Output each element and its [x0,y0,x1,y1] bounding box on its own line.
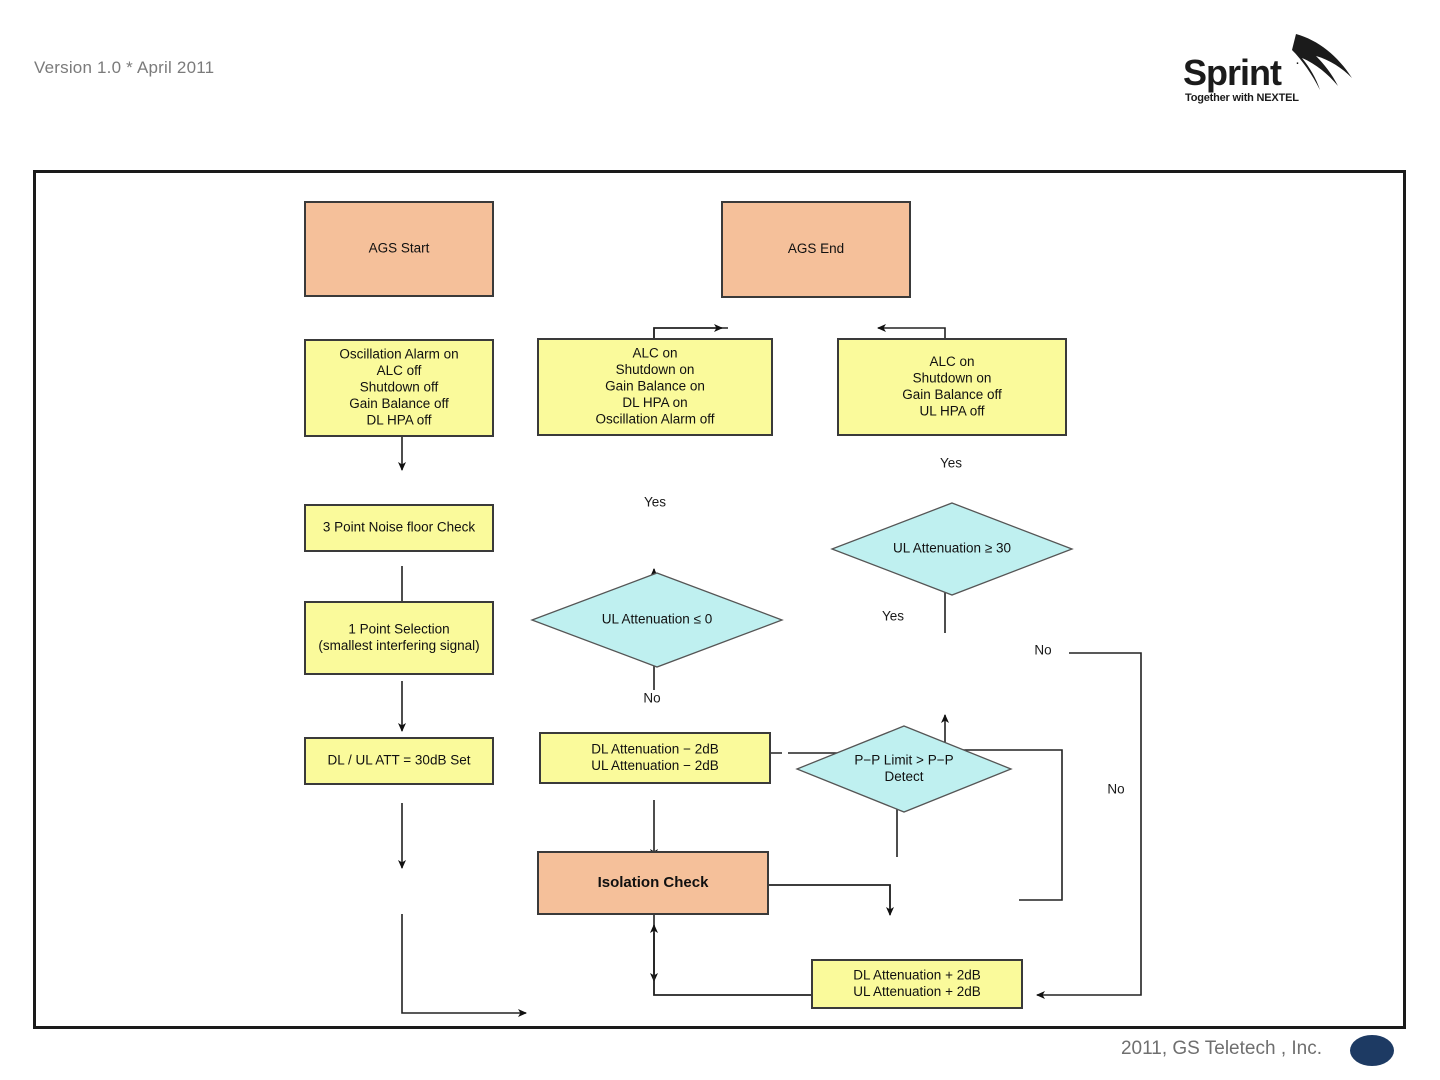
node-label: Isolation Check [598,874,710,891]
node-label: Gain Balance off [902,387,1002,402]
node-label: Shutdown on [913,370,992,385]
node-label: Oscillation Alarm on [339,347,458,362]
sprint-wing-icon [1292,34,1352,90]
node-shape [811,959,1023,1009]
edge-label-backdrop [936,455,966,473]
node-shape [304,201,494,297]
node-shape [537,851,769,915]
node-ags_end: AGS End [721,201,911,298]
node-label: UL Attenuation − 2dB [591,758,718,773]
edge-label-lbl_no_mid: No [643,691,660,706]
node-shape [537,338,773,436]
node-dec_ul_le0: UL Attenuation ≤ 0 [530,572,784,668]
footer-dot-icon [1350,1035,1394,1066]
edge-label-backdrop [1032,642,1054,660]
node-point_sel: 1 Point Selection (smallest interfering s… [304,601,494,675]
edge-label-backdrop [1105,781,1127,799]
edge-label-lbl_yes_pp: Yes [882,609,904,624]
node-label: Detect [884,769,923,784]
node-isolation: Isolation Check [537,851,769,915]
edge-att30-to-isolation [401,914,527,1017]
node-shape [304,339,494,437]
edge-label-backdrop [641,690,663,708]
edge-label-lbl_no_far: No [1107,782,1124,797]
node-label: AGS End [788,241,844,256]
node-label: ALC on [632,346,677,361]
node-label: 3 Point Noise floor Check [323,520,476,535]
node-att_plus: DL Attenuation + 2dB UL Attenuation + 2dB [811,959,1023,1009]
edge-label-lbl_yes_mid: Yes [644,495,666,510]
node-shape [837,338,1067,436]
node-shape [530,572,784,668]
node-label: Shutdown off [360,380,439,395]
node-label: DL Attenuation − 2dB [591,741,718,756]
node-shape [304,601,494,675]
edge-isolation-riser [769,884,891,909]
node-label: UL Attenuation ≤ 0 [602,612,713,627]
node-shape [304,737,494,785]
edge-pp-no-to-ge30 [941,714,1063,901]
edge-isolation-to-pp [769,884,894,916]
node-shape [830,502,1074,596]
node-label: P−P Limit > P−P [854,752,953,767]
node-label: UL Attenuation ≥ 30 [893,541,1011,556]
node-label: UL Attenuation + 2dB [853,984,980,999]
node-label: DL HPA off [366,413,431,428]
node-label: DL HPA on [622,395,687,410]
node-noise_check: 3 Point Noise floor Check [304,504,494,552]
edge-plus-path [653,933,817,996]
node-label: ALC off [377,363,422,378]
sprint-logo: Sprint · Together with NEXTEL [1177,30,1362,110]
node-att_minus: DL Attenuation − 2dB UL Attenuation − 2dB [539,732,771,784]
brand-tagline: Together with NEXTEL [1185,92,1299,104]
node-label: DL Attenuation + 2dB [853,967,980,982]
node-shape [539,732,771,784]
node-label: Oscillation Alarm off [595,412,714,427]
edge-label-lbl_no_pp: No [1034,643,1051,658]
edge-label-backdrop [878,608,908,626]
node-dec_pp: P−P Limit > P−P Detect [795,725,1013,813]
node-label: Shutdown on [616,362,695,377]
brand-wordmark: Sprint [1183,52,1282,93]
edge-ge30-no-to-plus [1036,652,1142,999]
node-label: AGS Start [369,241,430,256]
node-shape [304,504,494,552]
node-label: DL / UL ATT = 30dB Set [328,753,471,768]
node-label: 1 Point Selection [348,621,449,636]
node-ags_start: AGS Start [304,201,494,297]
node-label: Gain Balance off [349,396,449,411]
node-label: ALC on [929,354,974,369]
copyright-note: 2011, GS Teletech , Inc. [1120,1038,1322,1059]
node-label: (smallest interfering signal) [318,638,479,653]
node-att_30: DL / UL ATT = 30dB Set [304,737,494,785]
node-label: UL HPA off [919,403,984,418]
node-shape [721,201,911,298]
edge-label-backdrop [640,494,670,512]
trademark-icon: · [1295,54,1300,71]
edge-label-lbl_yes_right: Yes [940,456,962,471]
edge-plus-to-isolation [650,924,817,996]
node-dec_ul_ge30: UL Attenuation ≥ 30 [830,502,1074,596]
node-label: Gain Balance on [605,379,705,394]
version-label: Version 1.0 * April 2011 [34,58,215,77]
node-shape [795,725,1013,813]
